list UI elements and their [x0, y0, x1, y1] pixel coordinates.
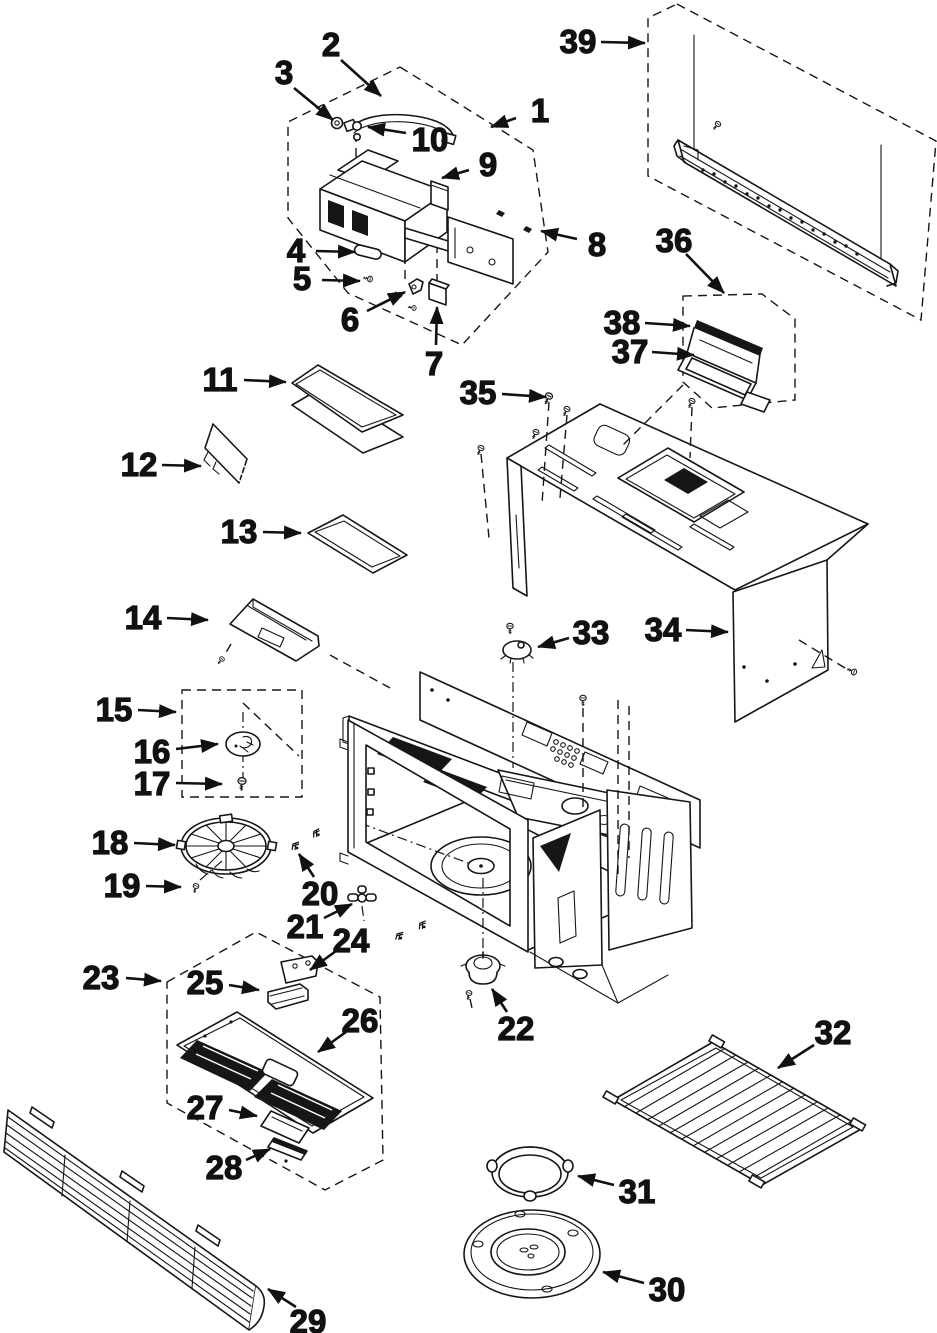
callout-number-27: 27 [187, 1089, 224, 1126]
callout-number-17: 17 [134, 765, 171, 802]
callout-number-36: 36 [656, 222, 693, 259]
callout-15: 15 [95, 690, 177, 729]
part-oven-cavity-assembly [329, 622, 701, 1004]
callout-2: 2 [321, 25, 382, 97]
callout-27: 27 [186, 1088, 258, 1127]
callout-number-35: 35 [460, 374, 497, 411]
callout-number-4: 4 [287, 232, 306, 269]
part-fan-blade [175, 813, 278, 895]
callout-36: 36 [655, 221, 725, 294]
callout-8: 8 [540, 225, 607, 264]
part-motor-cover-group [181, 689, 303, 798]
callout-12: 12 [120, 445, 202, 484]
callout-number-18: 18 [92, 824, 129, 861]
callout-11: 11 [202, 360, 287, 399]
callout-number-21: 21 [287, 908, 324, 945]
callout-24: 24 [309, 921, 371, 972]
callout-35: 35 [459, 373, 547, 412]
callout-number-10: 10 [412, 121, 449, 158]
callout-13: 13 [220, 512, 302, 551]
callout-5: 5 [292, 259, 361, 298]
callout-1: 1 [490, 91, 550, 130]
callout-9: 9 [441, 145, 498, 184]
callout-number-16: 16 [134, 733, 171, 770]
callout-32: 32 [777, 1013, 852, 1070]
callout-3: 3 [274, 53, 334, 122]
part-cabinet-wrapper [474, 391, 869, 723]
part-base-plate-group [166, 931, 384, 1191]
callout-14: 14 [124, 598, 209, 637]
callout-10: 10 [367, 120, 449, 159]
callout-number-14: 14 [125, 599, 162, 636]
callout-39: 39 [559, 22, 646, 61]
callout-20: 20 [297, 853, 339, 913]
callout-31: 31 [577, 1172, 656, 1211]
part-trays-filters [203, 364, 408, 666]
callout-number-7: 7 [425, 345, 443, 382]
callout-number-23: 23 [83, 959, 120, 996]
part-coupler-clips [291, 827, 427, 941]
callout-number-12: 12 [121, 446, 158, 483]
callout-number-34: 34 [645, 611, 682, 648]
callout-34: 34 [644, 610, 729, 649]
callout-number-13: 13 [221, 513, 258, 550]
callout-23: 23 [82, 958, 162, 997]
callout-30: 30 [602, 1269, 686, 1309]
callout-number-9: 9 [479, 146, 497, 183]
callout-6: 6 [340, 290, 406, 339]
callout-number-31: 31 [619, 1173, 656, 1210]
callout-38: 38 [603, 303, 691, 342]
callout-number-15: 15 [96, 691, 133, 728]
callout-28: 28 [205, 1147, 271, 1187]
callout-number-26: 26 [342, 1002, 379, 1039]
callout-number-20: 20 [302, 875, 339, 912]
callout-number-39: 39 [560, 23, 597, 60]
callout-number-37: 37 [612, 333, 649, 370]
part-vent-grille [3, 1106, 266, 1331]
part-turntable-set [463, 1034, 867, 1299]
callout-17: 17 [133, 764, 223, 803]
callout-number-11: 11 [203, 361, 238, 398]
part-vent-duct [621, 293, 796, 447]
callout-number-22: 22 [498, 1010, 535, 1047]
callout-number-29: 29 [290, 1303, 327, 1333]
callout-number-19: 19 [104, 867, 141, 904]
callout-number-2: 2 [322, 26, 340, 63]
callout-33: 33 [537, 613, 610, 652]
callout-37: 37 [611, 332, 695, 371]
callout-4: 4 [286, 231, 356, 270]
callout-29: 29 [267, 1287, 327, 1333]
callout-number-1: 1 [531, 92, 549, 129]
callout-number-24: 24 [333, 922, 370, 959]
callout-19: 19 [103, 866, 182, 905]
callout-16: 16 [133, 732, 219, 771]
callout-number-6: 6 [341, 301, 359, 338]
callout-number-3: 3 [275, 54, 293, 91]
callout-number-32: 32 [815, 1014, 852, 1051]
callout-21: 21 [286, 902, 353, 946]
callout-number-38: 38 [604, 304, 641, 341]
callout-number-25: 25 [187, 964, 224, 1001]
callout-25: 25 [186, 963, 260, 1002]
callout-number-30: 30 [649, 1271, 686, 1308]
part-mount-bracket [647, 3, 937, 322]
callout-22: 22 [490, 988, 535, 1048]
callout-26: 26 [317, 1001, 379, 1054]
part-turntable-motor [460, 878, 506, 1009]
callout-18: 18 [91, 823, 176, 862]
part-control-chassis-group [287, 66, 549, 346]
callout-number-8: 8 [588, 226, 606, 263]
callout-number-28: 28 [206, 1149, 243, 1186]
callout-number-33: 33 [573, 614, 610, 651]
callout-7: 7 [424, 306, 444, 383]
callout-number-5: 5 [293, 260, 311, 297]
